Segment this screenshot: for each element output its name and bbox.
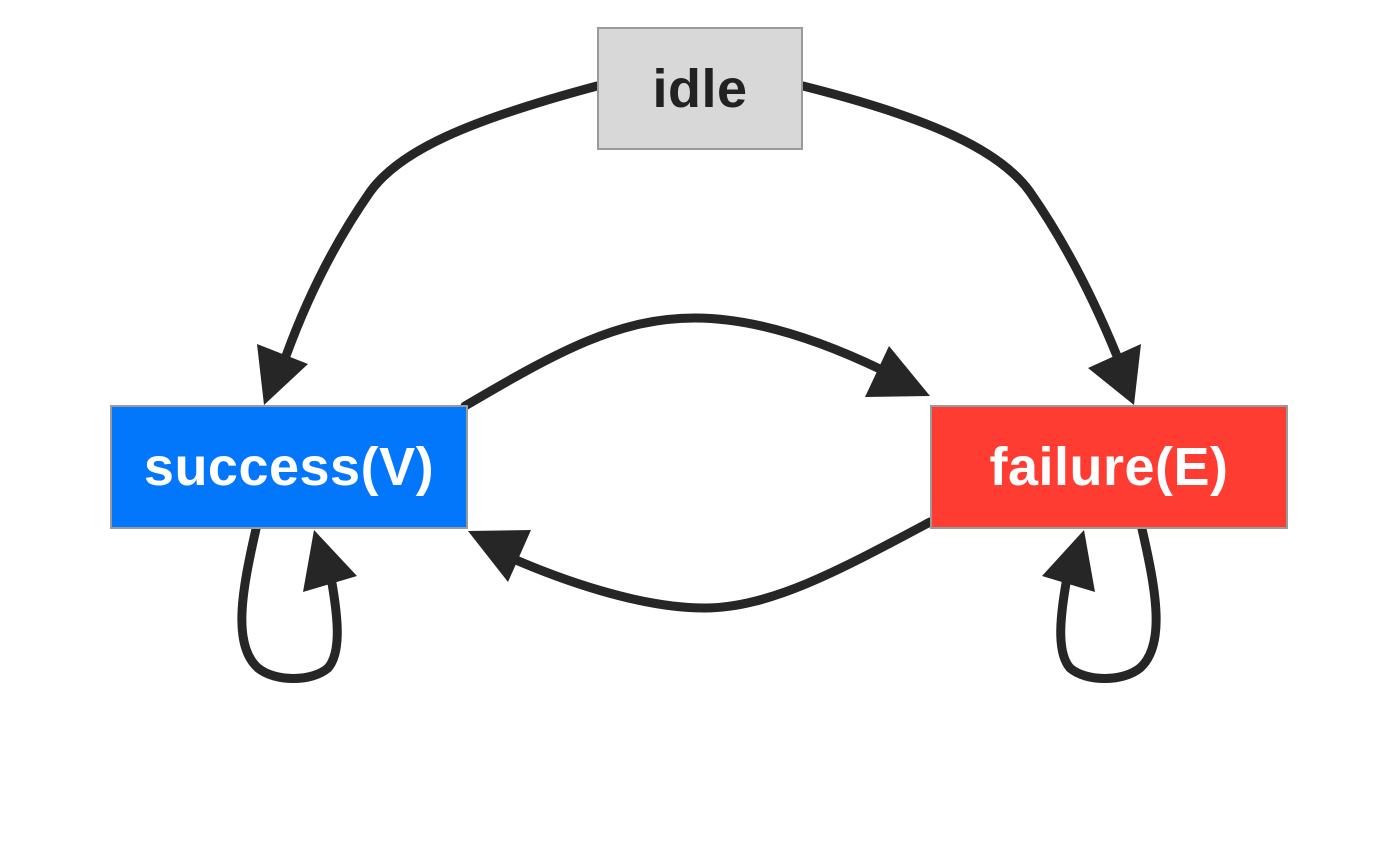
node-failure-label: failure(E) — [989, 437, 1229, 497]
arrowhead-success-to-failure — [865, 346, 930, 397]
node-idle-label: idle — [652, 58, 748, 119]
edge-idle-to-success — [281, 81, 602, 361]
node-success: success(V) — [110, 405, 468, 529]
node-failure: failure(E) — [930, 405, 1288, 529]
arrowhead-success-self-loop — [303, 530, 357, 592]
node-idle: idle — [597, 27, 803, 150]
arrowhead-failure-to-success — [468, 530, 531, 582]
arrowhead-failure-self-loop — [1042, 530, 1095, 592]
edge-success-self-loop — [237, 524, 342, 683]
edge-idle-to-failure — [798, 81, 1122, 361]
node-success-label: success(V) — [143, 437, 435, 497]
edge-success-to-failure — [460, 313, 887, 411]
edge-failure-self-loop — [1056, 524, 1161, 683]
arrowhead-idle-to-success — [257, 344, 308, 405]
edge-failure-to-success — [495, 517, 935, 613]
arrowhead-idle-to-failure — [1088, 344, 1141, 405]
